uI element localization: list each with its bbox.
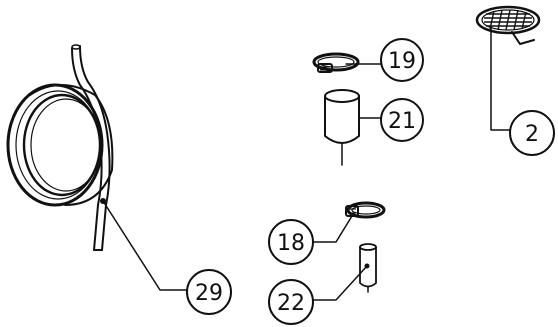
part-19-hose-clamp: [312, 52, 360, 73]
callout-22-label: 22: [277, 291, 305, 316]
callout-19: 19: [380, 38, 424, 82]
callout-21-label: 21: [388, 109, 416, 134]
part-18-small-clamp: [345, 201, 386, 219]
callout-19-label: 19: [388, 49, 416, 74]
callout-2-label: 2: [525, 122, 539, 147]
callout-29: 29: [186, 269, 232, 315]
callout-18-label: 18: [277, 231, 305, 256]
leader-22: [312, 265, 368, 301]
callout-22: 22: [268, 279, 314, 325]
part-22-nipple: [359, 243, 377, 293]
part-29-coiled-hose: [6, 44, 114, 251]
callout-2: 2: [509, 110, 555, 156]
part-2-strainer: [475, 5, 541, 131]
leader-29: [102, 200, 189, 291]
callout-29-label: 29: [195, 281, 223, 306]
part-21-sleeve: [324, 89, 360, 166]
leader-lines: [102, 63, 382, 301]
callout-21: 21: [380, 98, 424, 142]
callout-18: 18: [268, 219, 314, 265]
leader-18: [312, 215, 353, 243]
